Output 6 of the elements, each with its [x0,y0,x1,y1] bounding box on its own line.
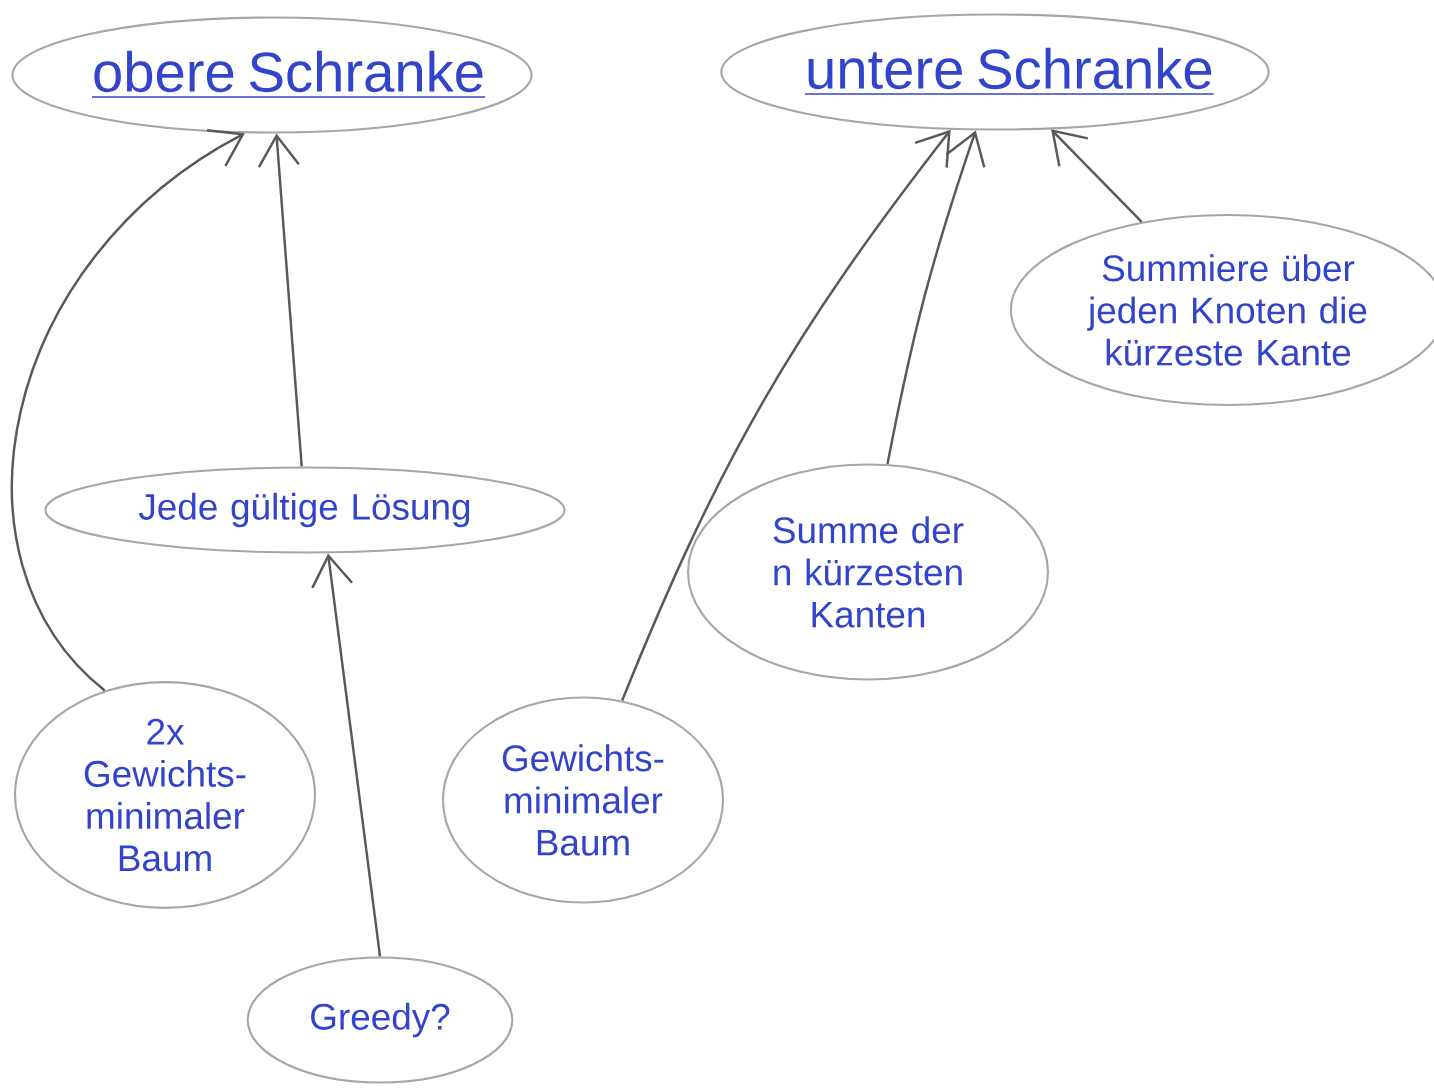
arrow [11,129,245,692]
arrow [257,133,303,467]
arrow [886,130,986,465]
arrow [621,129,951,701]
arrow [1051,129,1143,223]
arrow [311,553,382,957]
